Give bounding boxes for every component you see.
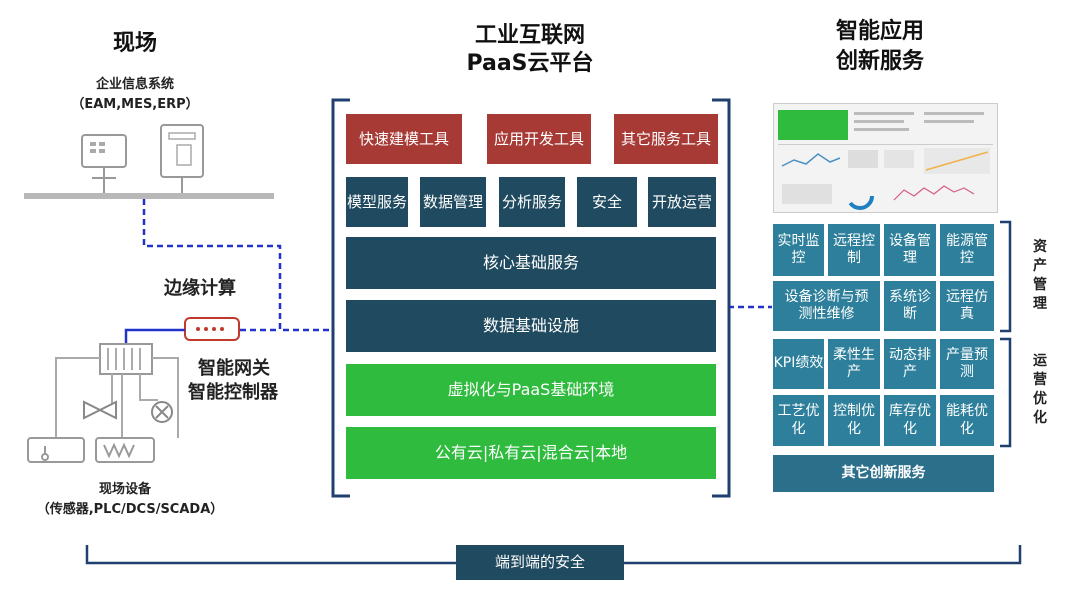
- footer-line-left: [85, 545, 456, 565]
- edge-computing-label: 边缘计算: [164, 278, 236, 299]
- enterprise-link-dashed: [142, 199, 330, 332]
- app-inventory-optimization: 库存优化: [884, 395, 936, 446]
- service-data-management: 数据管理: [420, 177, 486, 227]
- controller-label: 智能控制器: [188, 382, 278, 403]
- asset-management-label: 资产管理: [1033, 239, 1047, 312]
- app-energy-optimization: 能耗优化: [940, 395, 994, 446]
- tool-rapid-modeling: 快速建模工具: [346, 114, 462, 164]
- apps-title-line1: 智能应用: [835, 19, 924, 44]
- platform-title-line2: PaaS云平台: [466, 51, 594, 76]
- service-open-operations: 开放运营: [648, 177, 716, 227]
- operations-optimization-label: 运营优化: [1033, 353, 1047, 426]
- layer-virtualization-paas: 虚拟化与PaaS基础环境: [346, 364, 716, 416]
- network-bar: [24, 193, 274, 199]
- app-realtime-monitoring: 实时监控: [773, 224, 824, 276]
- pump-icon: [151, 401, 173, 423]
- enterprise-systems-label: 企业信息系统: [95, 77, 174, 92]
- app-system-diagnosis: 系统诊断: [884, 281, 936, 331]
- app-equipment-management: 设备管理: [884, 224, 936, 276]
- plc-icon: [99, 343, 153, 375]
- tool-app-dev: 应用开发工具: [487, 114, 591, 164]
- server-icon: [160, 124, 204, 193]
- layer-data-infrastructure: 数据基础设施: [346, 300, 716, 352]
- computer-icon: [81, 134, 127, 193]
- footer-line-right: [624, 545, 1022, 565]
- field-devices-sub: （传感器,PLC/DCS/SCADA）: [36, 502, 224, 517]
- field-title: 现场: [112, 31, 157, 56]
- app-kpi-performance: KPI绩效: [773, 339, 824, 389]
- tool-other-services: 其它服务工具: [614, 114, 718, 164]
- service-security: 安全: [577, 177, 637, 227]
- valve-icon: [83, 400, 117, 420]
- layer-core-services: 核心基础服务: [346, 237, 716, 289]
- service-analytics: 分析服务: [499, 177, 565, 227]
- end-to-end-security: 端到端的安全: [456, 545, 624, 580]
- app-flexible-production: 柔性生产: [828, 339, 880, 389]
- app-output-forecast: 产量预测: [940, 339, 994, 389]
- field-devices-label: 现场设备: [98, 482, 151, 497]
- app-control-optimization: 控制优化: [828, 395, 880, 446]
- app-remote-simulation: 远程仿真: [940, 281, 994, 331]
- app-remote-control: 远程控制: [828, 224, 880, 276]
- controller-link-solid: [124, 328, 185, 344]
- app-other-innovation-services: 其它创新服务: [773, 455, 994, 492]
- service-model: 模型服务: [346, 177, 408, 227]
- layer-cloud-deployment: 公有云|私有云|混合云|本地: [346, 427, 716, 479]
- app-predictive-maintenance: 设备诊断与预测性维修: [773, 281, 880, 331]
- app-energy-control: 能源管控: [940, 224, 994, 276]
- gateway-label: 智能网关: [198, 358, 270, 379]
- ops-bracket: [1000, 337, 1012, 448]
- app-process-optimization: 工艺优化: [773, 395, 824, 446]
- dashboard-thumbnail: [773, 103, 998, 213]
- heater-icon: [95, 437, 155, 463]
- platform-bracket-left: [331, 98, 350, 498]
- platform-title-line1: 工业互联网: [474, 23, 585, 48]
- apps-title-line2: 创新服务: [835, 49, 924, 74]
- sensor-icon: [27, 437, 85, 463]
- app-dynamic-scheduling: 动态排产: [884, 339, 936, 389]
- asset-bracket: [1000, 220, 1012, 333]
- gateway-icon: [184, 317, 240, 341]
- enterprise-systems-sub: （EAM,MES,ERP）: [71, 97, 199, 112]
- platform-bracket-right: [712, 98, 731, 498]
